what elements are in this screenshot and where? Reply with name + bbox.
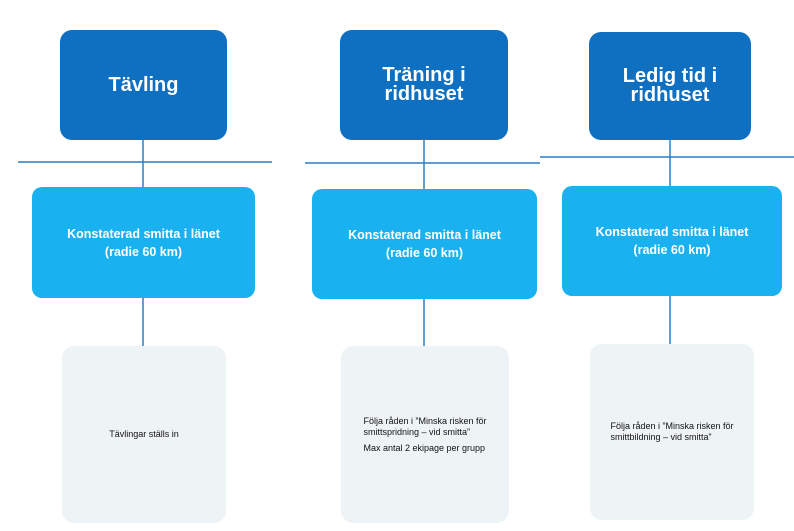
bottom-box-text: Tävlingar ställs in <box>109 429 179 439</box>
bottom-box-text: Följa råden i ”Minska risken för smittbi… <box>610 421 734 442</box>
bottom-box-text: Följa råden i ”Minska risken för smittsp… <box>363 415 487 437</box>
mid-box-2: Konstaterad smitta i länet (radie 60 km) <box>312 189 537 299</box>
mid-box-label: Konstaterad smitta i länet (radie 60 km) <box>67 226 220 259</box>
mid-box-label: Konstaterad smitta i länet (radie 60 km) <box>348 228 501 260</box>
bottom-box-1: Tävlingar ställs in <box>62 346 226 523</box>
mid-box-label: Konstaterad smitta i länet (radie 60 km) <box>595 225 749 257</box>
bottom-box-3: Följa råden i ”Minska risken för smittbi… <box>590 344 754 520</box>
mid-box-1: Konstaterad smitta i länet (radie 60 km) <box>32 187 255 298</box>
top-box-ledig-tid: Ledig tid i ridhuset <box>589 32 751 140</box>
top-box-tavling: Tävling <box>60 30 227 140</box>
top-box-label: Träning i ridhuset <box>382 64 466 105</box>
top-box-label: Tävling <box>108 73 179 96</box>
bottom-box-text: Max antal 2 ekipage per grupp <box>363 442 486 453</box>
top-box-label: Ledig tid i ridhuset <box>622 65 718 106</box>
mid-box-3: Konstaterad smitta i länet (radie 60 km) <box>562 186 782 296</box>
top-box-traning: Träning i ridhuset <box>340 30 508 140</box>
bottom-box-2: Följa råden i ”Minska risken för smittsp… <box>341 346 509 523</box>
